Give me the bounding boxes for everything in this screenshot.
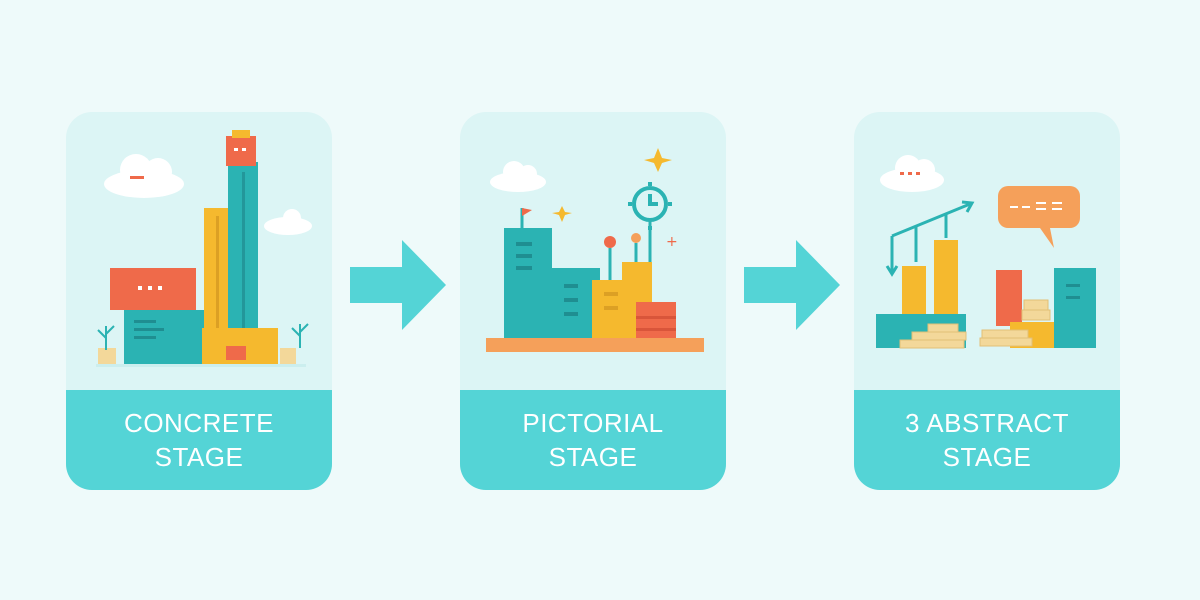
concrete-stage-card: CONCRETE STAGE (66, 112, 332, 490)
abstract-stage-illustration (876, 155, 1096, 349)
stage-label-line-2: STAGE (548, 442, 638, 472)
block-stack (899, 299, 1051, 349)
cloud-icon (880, 155, 944, 192)
stage-label: CONCRETE STAGE (66, 390, 332, 490)
cloud-icon (264, 209, 312, 235)
stage-label: 3 ABSTRACT STAGE (854, 390, 1120, 490)
stage-label: PICTORIAL STAGE (460, 390, 726, 490)
right-arrow-icon (744, 240, 840, 330)
stage-label-line-1: CONCRETE (124, 408, 274, 438)
cloud-icon (490, 161, 546, 192)
abstract-stage-card: 3 ABSTRACT STAGE (854, 112, 1120, 490)
trend-arrow-icon (885, 200, 975, 277)
concrete-stage-illustration (96, 130, 312, 367)
pictorial-stage-card: + PICTORIAL STAGE (460, 112, 726, 490)
pictorial-stage-illustration: + (486, 148, 704, 352)
speech-bubble-icon (998, 186, 1080, 248)
stage-label-line-1: PICTORIAL (522, 408, 664, 438)
right-arrow-icon (350, 240, 446, 330)
stage-label-line-2: STAGE (154, 442, 244, 472)
plant-icon (97, 323, 309, 350)
svg-text:+: + (666, 234, 678, 250)
pin-icon (604, 233, 641, 282)
red-block (110, 268, 196, 310)
clock-icon (628, 182, 672, 230)
stage-label-line-1: 3 ABSTRACT (905, 408, 1069, 438)
stage-label-line-2: STAGE (942, 442, 1032, 472)
cloud-icon (104, 154, 184, 198)
sparkle-icon (552, 148, 672, 222)
ground-platform (486, 338, 704, 352)
